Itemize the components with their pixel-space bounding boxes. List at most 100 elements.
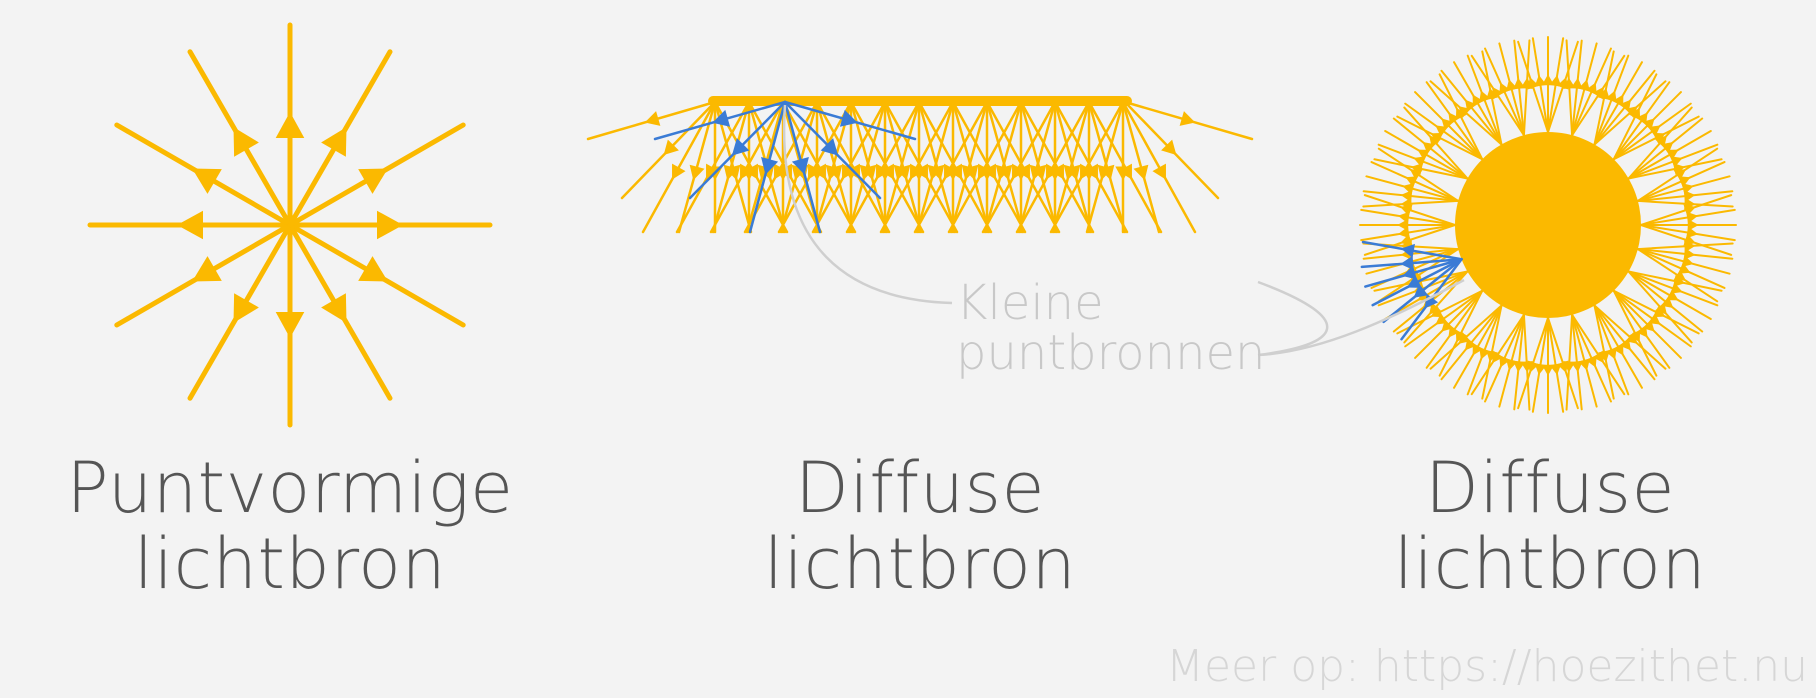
arrow-head <box>1406 275 1422 288</box>
arrow-head <box>1424 293 1439 309</box>
arrow-head <box>978 163 992 180</box>
arrow-head <box>1499 82 1511 95</box>
arrow-head <box>1673 275 1686 287</box>
arrow-head <box>1400 255 1414 271</box>
light-ray <box>913 100 989 234</box>
arrow-head <box>1612 343 1624 356</box>
arrow-head <box>1549 74 1562 87</box>
arrow-head <box>825 164 841 181</box>
arrow-head <box>839 109 858 127</box>
arrow-head <box>1161 139 1177 156</box>
arrow-head <box>1429 135 1441 148</box>
arrow-head <box>1152 163 1166 180</box>
arrow-head <box>663 139 679 156</box>
arrow-head <box>377 210 403 240</box>
arrow-head <box>859 164 875 181</box>
diffuse-line-light-source <box>586 96 1254 234</box>
arrow-head <box>712 109 731 127</box>
callout-connector-right <box>1257 278 1465 357</box>
arrow-head <box>1605 347 1617 360</box>
arrow-head <box>1585 82 1597 95</box>
arrow-head <box>1465 99 1477 113</box>
arrow-head <box>644 111 661 126</box>
caption-point-line2: lichtbron <box>133 523 447 605</box>
callout-line1: Kleine <box>956 275 1104 331</box>
arrow-head <box>1629 107 1641 121</box>
arrow-head <box>1578 79 1591 92</box>
light-ray <box>879 100 955 234</box>
arrow-head <box>1413 284 1429 298</box>
arrow-head <box>1410 163 1423 175</box>
light-ray <box>1049 100 1125 234</box>
arrow-head <box>1397 218 1409 232</box>
arrow-head <box>1029 164 1045 181</box>
arrow-head <box>876 163 890 180</box>
arrow-head <box>1541 74 1555 86</box>
arrow-head <box>1660 142 1674 154</box>
arrow-head <box>1455 329 1467 343</box>
arrow-head <box>1686 226 1699 239</box>
diffuse-sphere-light-source <box>1359 36 1737 414</box>
arrow-head <box>358 168 388 194</box>
light-ray <box>1015 100 1091 234</box>
callout-line2: puntbronnen <box>956 325 1266 381</box>
arrow-head <box>1655 302 1667 315</box>
arrow-head <box>1402 182 1415 195</box>
arrow-head <box>1652 306 1666 318</box>
arrow-head <box>1541 364 1555 376</box>
arrow-head <box>1670 156 1683 168</box>
arrow-head <box>1681 255 1694 268</box>
arrow-head <box>1687 218 1699 232</box>
arrow-head <box>1080 163 1094 180</box>
arrow-head <box>1534 363 1547 376</box>
arrow-head <box>1479 90 1491 103</box>
arrow-head <box>791 156 809 175</box>
arrow-head <box>1458 332 1471 344</box>
arrow-head <box>233 293 259 323</box>
footer-link-text[interactable]: Meer op: https://hoezithet.nu <box>1166 641 1808 692</box>
caption-line-line2: lichtbron <box>763 523 1077 605</box>
arrow-head <box>1405 176 1418 188</box>
light-ray <box>641 100 717 234</box>
arrow-head <box>1397 211 1410 224</box>
arrow-head <box>1400 190 1413 203</box>
light-ray <box>981 100 1057 234</box>
arrow-head <box>910 163 924 180</box>
caption-point-source: Puntvormige lichtbron <box>40 450 540 602</box>
arrow-head <box>808 163 822 180</box>
caption-point-line1: Puntvormige <box>66 447 514 529</box>
point-light-source <box>87 22 493 428</box>
arrow-head <box>1570 77 1583 90</box>
arrow-head <box>706 163 720 180</box>
arrow-head <box>321 127 347 157</box>
arrow-head <box>1619 337 1631 351</box>
light-ray <box>709 100 785 234</box>
arrow-head <box>1636 325 1648 338</box>
arrow-head <box>275 112 305 138</box>
callout-connector-lines <box>782 104 1465 357</box>
caption-sphere-line2: lichtbron <box>1393 523 1707 605</box>
arrow-head <box>1133 164 1149 181</box>
arrow-head <box>1486 350 1498 363</box>
arrow-head <box>275 312 305 338</box>
arrow-head <box>1115 166 1131 181</box>
arrow-head <box>672 163 686 180</box>
light-ray <box>845 100 921 234</box>
arrow-head <box>321 293 347 323</box>
arrow-head <box>1472 94 1484 107</box>
light-ray <box>777 100 853 234</box>
arrow-head <box>731 138 750 156</box>
arrow-head <box>961 164 977 181</box>
light-ray <box>675 100 751 234</box>
arrow-head <box>1448 112 1460 125</box>
arrow-head <box>1684 197 1696 210</box>
light-ray <box>1121 100 1197 234</box>
arrow-head <box>1097 164 1113 181</box>
arrow-head <box>740 163 754 180</box>
arrow-head <box>1499 355 1511 368</box>
arrow-head <box>1492 86 1504 100</box>
arrow-head <box>995 164 1011 181</box>
arrow-head <box>774 163 788 180</box>
arrow-head <box>358 256 388 282</box>
